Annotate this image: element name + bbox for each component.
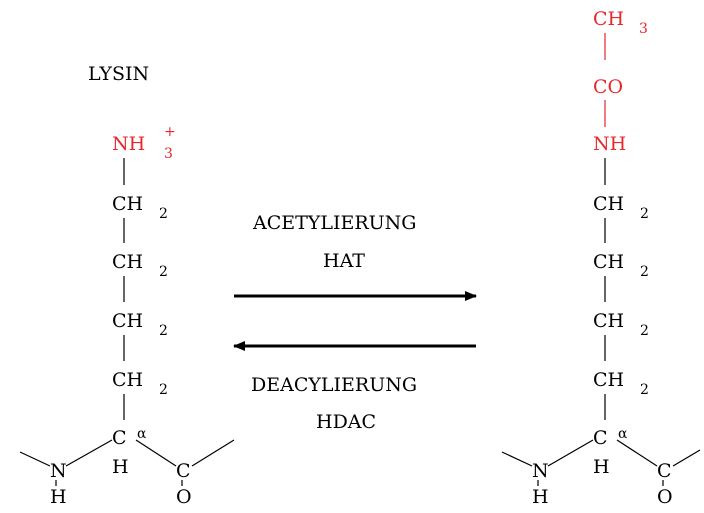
svg-text:CH: CH [112, 193, 143, 215]
reverse-reaction-label: DEACYLIERUNG [251, 374, 417, 396]
svg-text:CH: CH [593, 251, 624, 273]
lysine-backbone-n: N [50, 460, 67, 482]
svg-text:2: 2 [640, 264, 649, 280]
acetyl-amide: NH [593, 133, 626, 155]
acetyllysine-backbone: C α H N H C O [501, 426, 701, 508]
lysine-carbonyl-o: O [176, 486, 192, 508]
acetyl-carbonyl: CO [593, 76, 623, 98]
svg-text:CH: CH [593, 310, 624, 332]
reaction-arrows: ACETYLIERUNG HAT DEACYLIERUNG HDAC [233, 212, 477, 433]
lysine-amine-base: NH [112, 133, 145, 155]
acetyllysine-backbone-h: H [532, 486, 549, 508]
svg-text:2: 2 [640, 323, 649, 339]
lysine-alpha-symbol: α [137, 426, 147, 442]
lysine-amine-sub: 3 [164, 146, 173, 162]
lysine-amine-charge: + [164, 124, 176, 140]
svg-text:CH: CH [112, 310, 143, 332]
acetyllysine-ch2-4: CH 2 [593, 369, 649, 398]
lysine-amine-group: NH 3 + [112, 124, 176, 162]
lysine-title: LYSIN [88, 63, 149, 85]
svg-text:CH: CH [593, 8, 624, 30]
svg-text:CH: CH [112, 251, 143, 273]
acetyllysine-carbonyl-c: C [657, 460, 672, 482]
svg-text:CH: CH [112, 369, 143, 391]
forward-reaction-label: ACETYLIERUNG [252, 212, 416, 234]
lysine-ch2-4: CH 2 [112, 369, 168, 398]
lysine-carbonyl-c: C [176, 460, 191, 482]
svg-text:CH: CH [593, 369, 624, 391]
lysine-ch2-1: CH 2 [112, 193, 168, 222]
acetyl-methyl-group: CH 3 [593, 8, 648, 37]
svg-text:2: 2 [159, 323, 168, 339]
acetyllysine-alpha-symbol: α [618, 426, 628, 442]
forward-enzyme-label: HAT [323, 250, 365, 272]
svg-text:3: 3 [639, 21, 648, 37]
acetyllysine-ch2-1: CH 2 [593, 193, 649, 222]
svg-text:2: 2 [159, 264, 168, 280]
lysine-alpha-c: C [112, 427, 127, 449]
svg-text:2: 2 [159, 206, 168, 222]
lysine-structure: LYSIN NH 3 + CH 2 CH 2 CH 2 CH [19, 63, 235, 508]
lysine-backbone-h: H [50, 486, 67, 508]
svg-text:2: 2 [159, 382, 168, 398]
svg-text:2: 2 [640, 206, 649, 222]
acetyllysine-ch2-3: CH 2 [593, 310, 649, 339]
lysine-backbone: C α H N H C O [19, 426, 235, 508]
lysine-alpha-h: H [112, 456, 129, 478]
acetyllysine-backbone-n: N [532, 460, 549, 482]
acetyllysine-structure: CH 3 CO NH CH 2 CH 2 CH 2 CH [501, 8, 701, 508]
reverse-enzyme-label: HDAC [316, 411, 376, 433]
acetyllysine-ch2-2: CH 2 [593, 251, 649, 280]
lysine-ch2-3: CH 2 [112, 310, 168, 339]
acetyllysine-carbonyl-o: O [657, 486, 673, 508]
svg-text:CH: CH [593, 193, 624, 215]
acetyllysine-alpha-h: H [593, 456, 610, 478]
lysine-ch2-2: CH 2 [112, 251, 168, 280]
acetyllysine-alpha-c: C [593, 427, 608, 449]
svg-text:2: 2 [640, 382, 649, 398]
